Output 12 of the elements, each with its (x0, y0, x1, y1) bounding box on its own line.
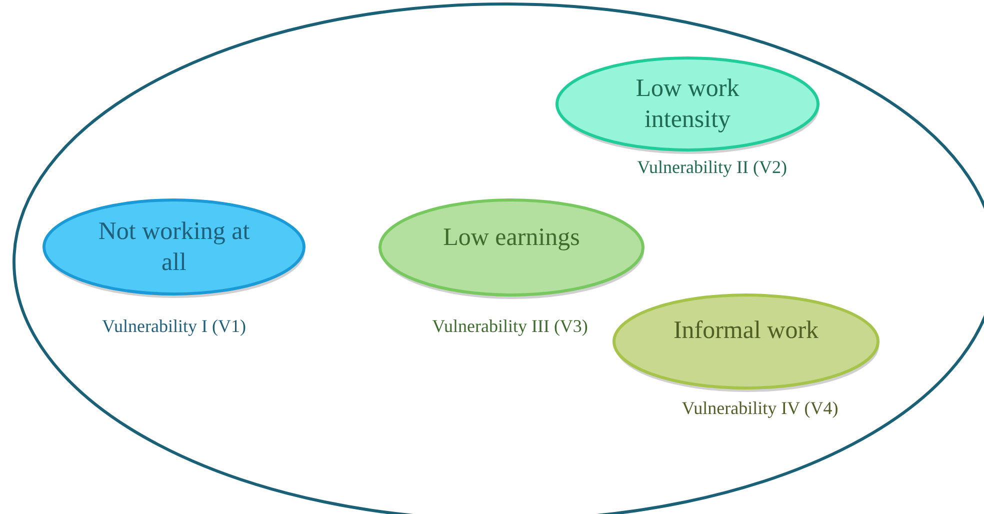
category-ellipse (612, 293, 880, 390)
category-ellipse (555, 56, 820, 152)
vulnerability-label: Vulnerability II (V2) (637, 157, 787, 178)
category-ellipse (42, 198, 306, 296)
vulnerability-label: Vulnerability III (V3) (432, 316, 588, 337)
category-label: Informal work (672, 316, 820, 346)
category-label: Not working at all (97, 217, 251, 278)
vulnerability-label: Vulnerability I (V1) (102, 316, 246, 337)
category-ellipse (378, 198, 645, 297)
category-label: Low earnings (442, 223, 581, 253)
category-label: Low work intensity (634, 74, 740, 135)
vulnerability-label: Vulnerability IV (V4) (682, 398, 838, 419)
